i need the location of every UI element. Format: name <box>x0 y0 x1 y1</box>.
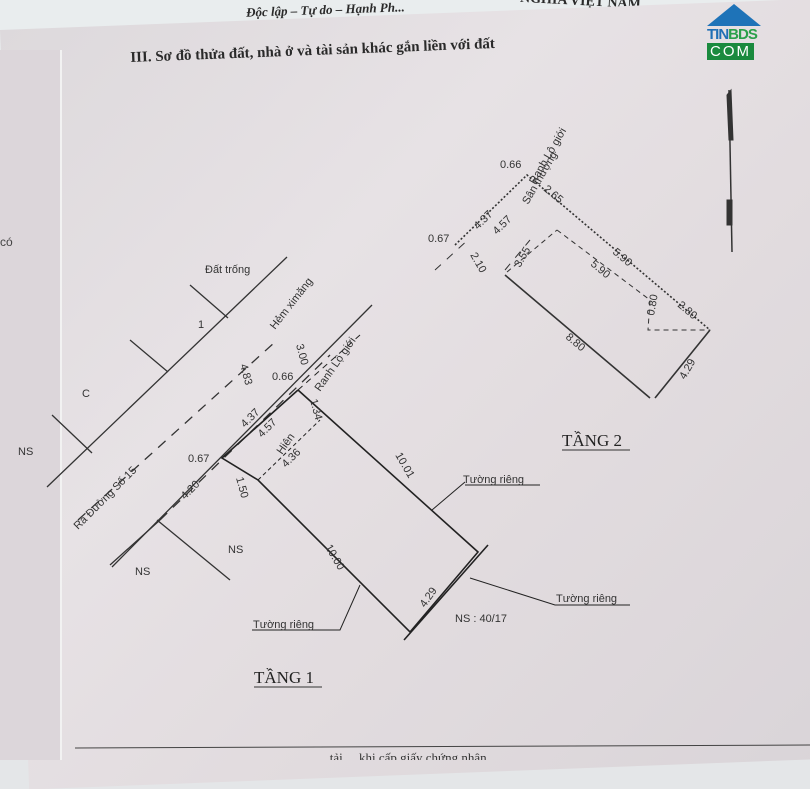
dim-10-00: 10.00 <box>322 543 346 573</box>
floor2-title: TẦNG 2 <box>562 431 622 450</box>
dim-4-57: 4.57 <box>256 416 280 440</box>
watermark-logo: TINBDS COM <box>704 4 764 62</box>
site-plan-drawing: Đất trống Hẻm ximăng Ra Đường Số 15 Ranh… <box>18 88 810 760</box>
dim2-0-67: 0.67 <box>428 233 449 245</box>
label-private-wall-bottom: Tường riêng <box>253 619 314 631</box>
label-street: Ra Đường Số 15 <box>72 464 140 532</box>
dim-4-37: 4.37 <box>239 406 263 430</box>
dim2-2-65: 2.65 <box>541 183 565 206</box>
dim2-0-66: 0.66 <box>500 159 521 171</box>
dim-0-66: 0.66 <box>272 371 293 383</box>
label-ns-bottom1: NS <box>228 544 243 556</box>
dim-4-29: 4.29 <box>418 585 440 609</box>
label-private-wall-end: Tường riêng <box>556 593 617 605</box>
floor1-title: TẦNG 1 <box>254 668 314 687</box>
dim-3-00: 3.00 <box>293 343 310 367</box>
dim-1-50: 1.50 <box>233 476 250 500</box>
dim-1-34: 1.34 <box>307 398 324 422</box>
dim2-8-80: 8.80 <box>563 331 587 354</box>
dim-0-67: 0.67 <box>188 453 209 465</box>
house-roof-icon <box>707 4 761 26</box>
section-divider <box>74 744 810 749</box>
dim2-3-55: 3.55 <box>512 245 533 270</box>
label-mark-c: C <box>82 388 90 400</box>
dim-4-83: 4.83 <box>237 363 254 387</box>
label-alley: Hẻm ximăng <box>268 276 315 332</box>
label-ns-number: NS : 40/17 <box>455 613 507 625</box>
label-mark-1: 1 <box>198 319 204 331</box>
label-ns-left: NS <box>18 446 33 458</box>
floor1-street-lines <box>46 256 373 581</box>
left-fragment: có <box>0 235 13 249</box>
dim2-4-29: 4.29 <box>677 357 698 382</box>
dim2-0-80: 0.80 <box>645 293 661 316</box>
dim2-2-10: 2.10 <box>467 251 488 276</box>
dim2-5-90-inner: 5.90 <box>588 258 612 281</box>
label-private-wall-top: Tường riêng <box>463 474 524 486</box>
left-page-edge <box>0 50 62 760</box>
footer-fragment: ...tải ... khi cấp giấy chứng nhận <box>320 750 487 760</box>
floor1-lot-outline <box>220 334 630 641</box>
dim2-5-90-outer: 5.90 <box>610 246 634 269</box>
floor2-outline <box>434 173 711 399</box>
label-empty-land: Đất trống <box>205 264 250 276</box>
dim-10-01: 10.01 <box>392 451 416 481</box>
label-ns-bottom2: NS <box>135 566 150 578</box>
north-arrow-icon <box>726 88 734 253</box>
